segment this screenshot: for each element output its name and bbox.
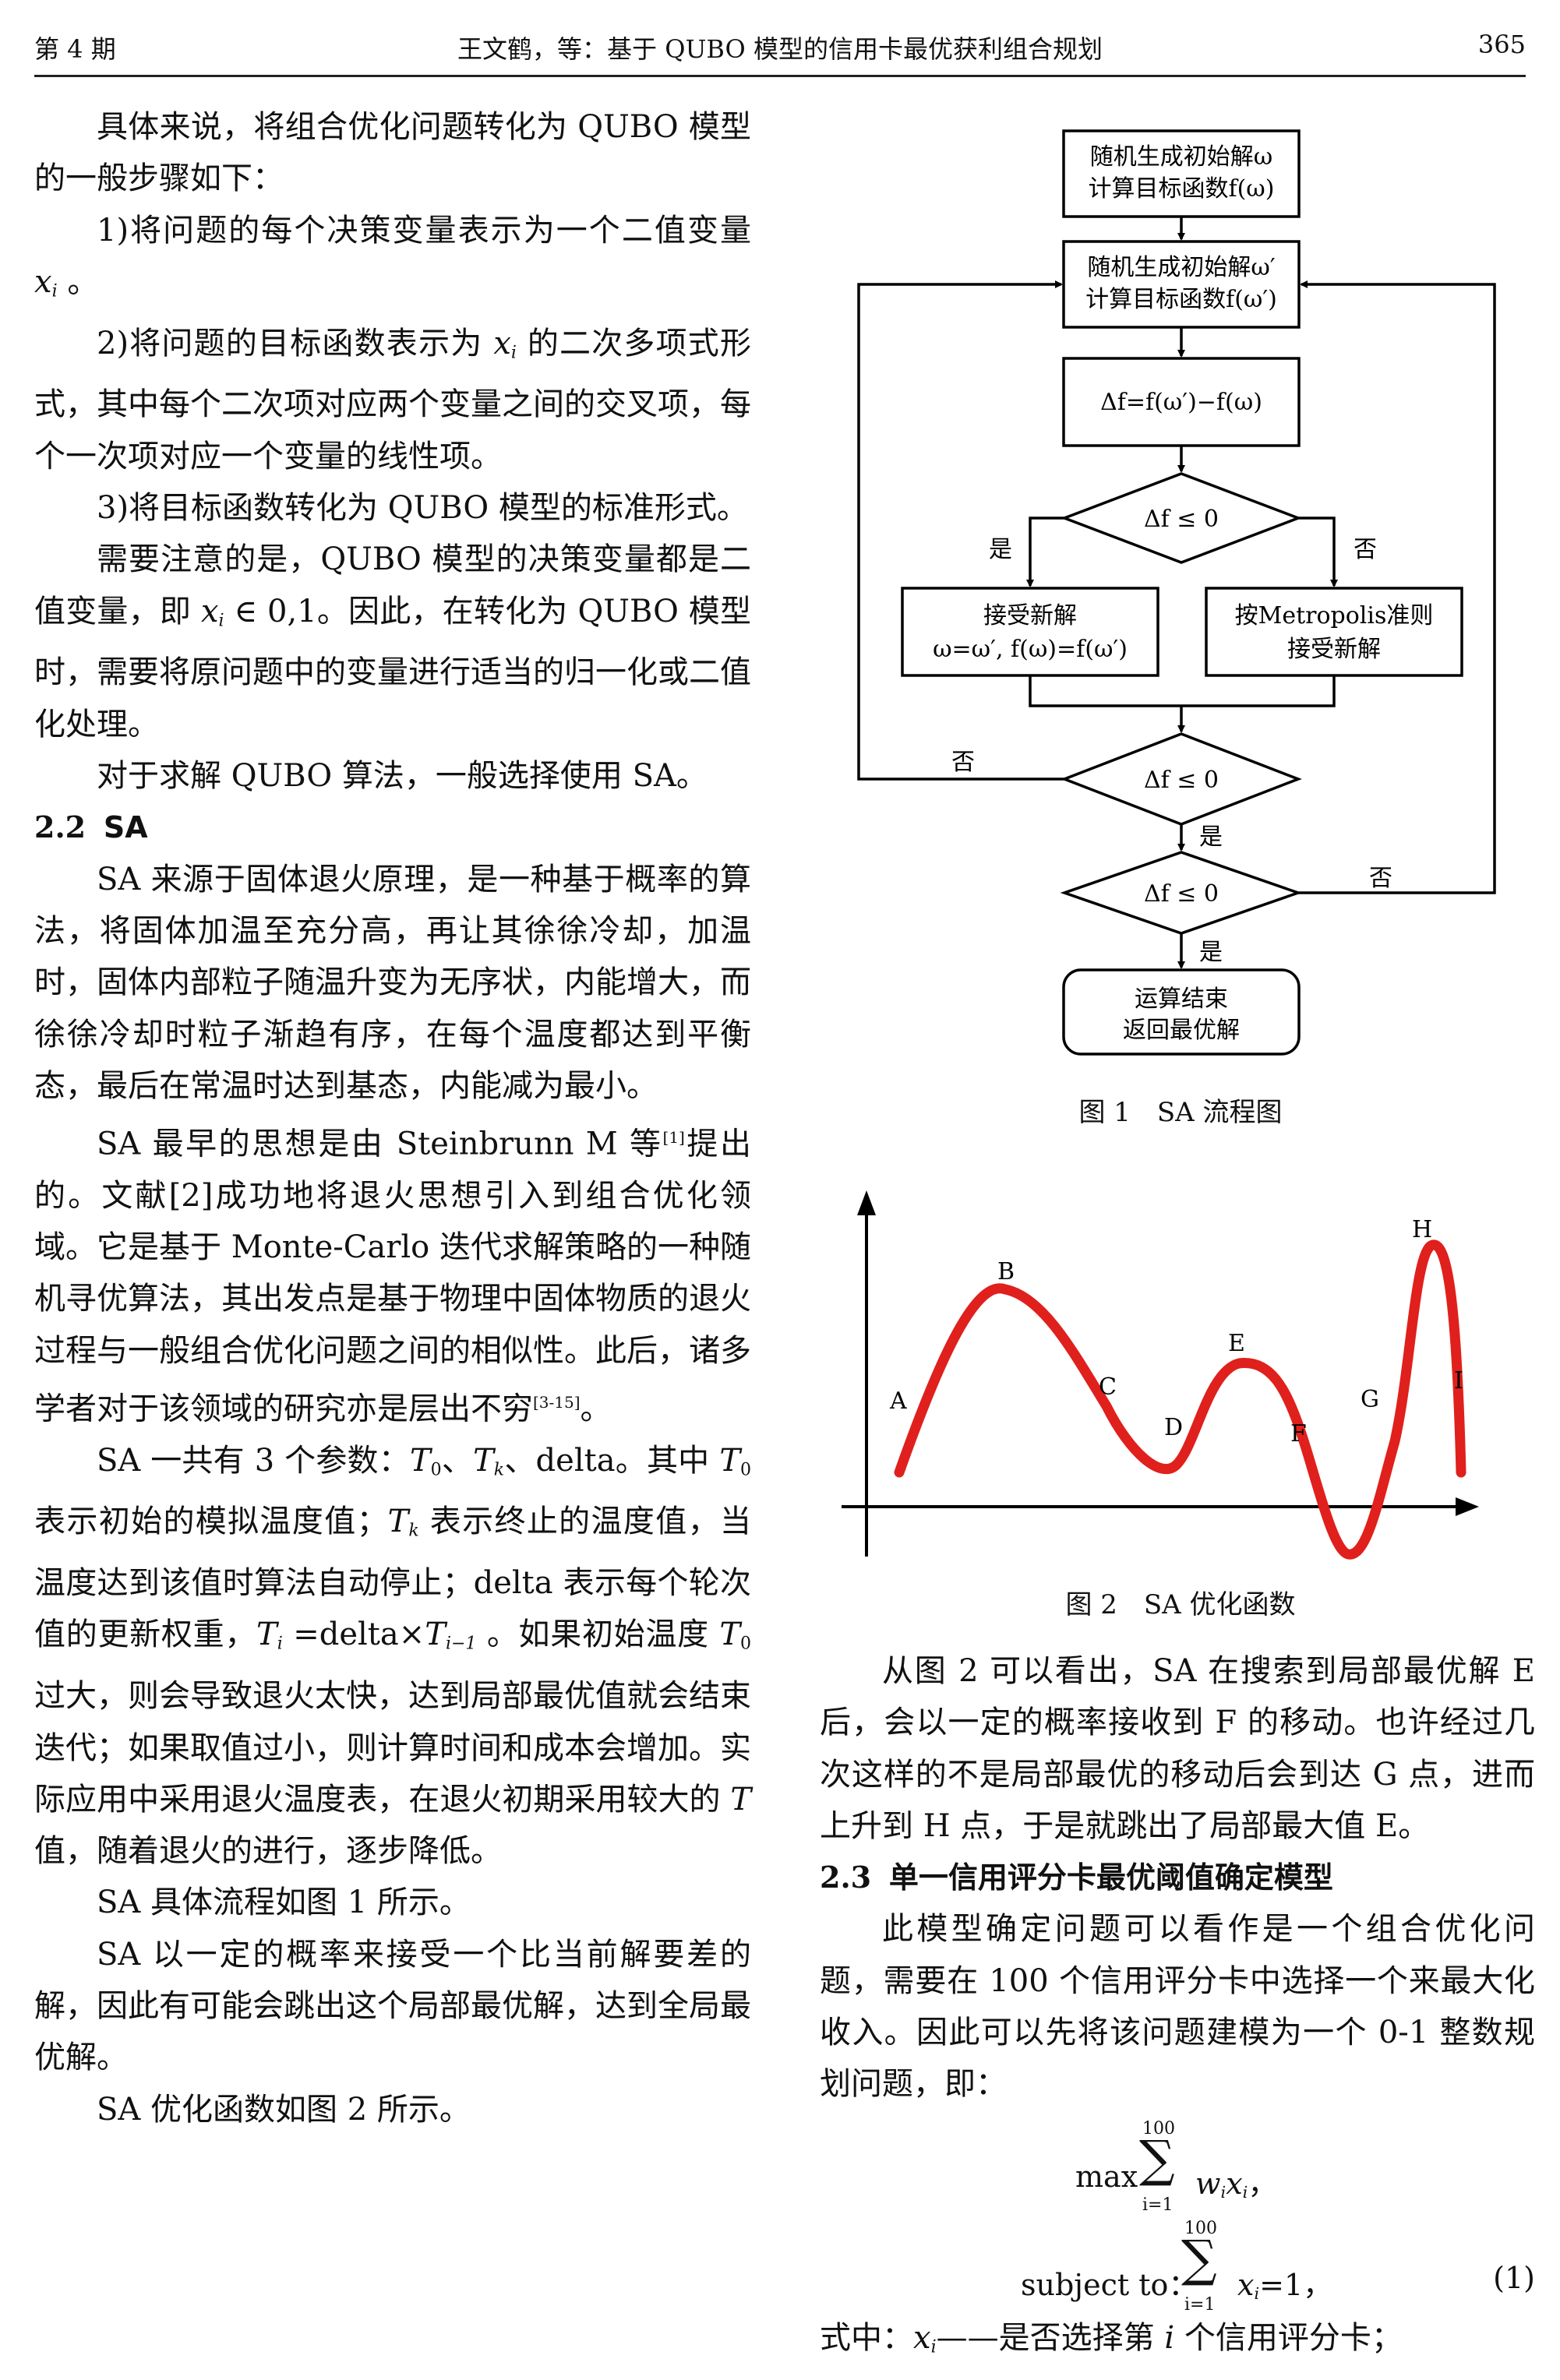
- curve-label: D: [1164, 1414, 1183, 1441]
- x-axis-arrow: [1456, 1497, 1479, 1516]
- paragraph: 1)将问题的每个决策变量表示为一个二值变量 xi 。: [34, 212, 751, 301]
- flow-text: 运算结束: [1135, 985, 1228, 1013]
- page-number: 365: [1477, 30, 1526, 59]
- curve-label: G: [1361, 1386, 1379, 1413]
- flow-box-end: [1062, 968, 1301, 1056]
- variable-definition: 式中：xi——是否选择第 i 个信用评分卡；: [820, 2320, 1403, 2357]
- citation: [3-15]: [533, 1392, 581, 1412]
- flow-text: 计算目标函数f(ω′): [1085, 286, 1277, 313]
- curve-label: I: [1454, 1367, 1463, 1395]
- curve-label: F: [1290, 1420, 1307, 1447]
- flow-text: Δf ≤ 0: [1144, 767, 1219, 794]
- flow-text: 是: [1199, 939, 1223, 966]
- paragraph: 从图 2 可以看出，SA 在搜索到局部最优解 E 后，会以一定的概率接收到 F …: [820, 1653, 1535, 1844]
- flow-text: 是: [989, 536, 1012, 563]
- issue-number: 第 4 期: [34, 34, 116, 64]
- running-header: 第 4 期 王文鹤，等：基于 QUBO 模型的信用卡最优获利组合规划 365: [34, 23, 1526, 77]
- paragraph: SA 最早的思想是由 Steinbrunn M 等[1]提出的。文献[2]成功地…: [34, 1126, 751, 1427]
- figure-2-caption: 图 2 SA 优化函数: [1065, 1589, 1296, 1620]
- flow-text: 按Metropolis准则: [1235, 602, 1434, 629]
- flow-text: 返回最优解: [1123, 1017, 1240, 1044]
- paragraph: 此模型确定问题可以看作是一个组合优化问题，需要在 100 个信用评分卡中选择一个…: [820, 1911, 1535, 2103]
- flow-text: 随机生成初始解ω: [1090, 143, 1272, 171]
- flow-text: 是: [1199, 823, 1223, 851]
- function-curve: [894, 1239, 1466, 1560]
- paragraph: 3)将目标函数转化为 QUBO 模型的标准形式。: [97, 490, 748, 527]
- curve-label: A: [889, 1387, 907, 1415]
- flow-text: 否: [1369, 865, 1392, 892]
- flow-text: Δf=f(ω′)−f(ω): [1100, 389, 1262, 416]
- right-column: 从图 2 可以看出，SA 在搜索到局部最优解 E 后，会以一定的概率接收到 F …: [820, 1645, 1535, 2110]
- flow-text: ω=ω′, f(ω)=f(ω′): [933, 636, 1128, 663]
- paragraph: 2)将问题的目标函数表示为 xi 的二次多项式形式，其中每个二次项对应两个变量之…: [34, 325, 751, 474]
- flow-text: 计算目标函数f(ω): [1089, 175, 1275, 203]
- flow-text: 否: [951, 749, 975, 776]
- flow-decision-1: [1061, 472, 1302, 564]
- flow-text: Δf ≤ 0: [1144, 880, 1219, 908]
- paragraph: SA 优化函数如图 2 所示。: [97, 2091, 471, 2128]
- flow-text: 随机生成初始解ω′: [1087, 254, 1275, 281]
- left-column: 具体来说，将组合优化问题转化为 QUBO 模型的一般步骤如下： 1)将问题的每个…: [34, 101, 751, 2135]
- citation: [1]: [662, 1128, 685, 1148]
- flow-text: 接受新解: [983, 602, 1077, 629]
- sa-flowchart: 随机生成初始解ω 计算目标函数f(ω) 随机生成初始解ω′ 计算目标函数f(ω′…: [857, 129, 1496, 1056]
- running-title: 王文鹤，等：基于 QUBO 模型的信用卡最优获利组合规划: [457, 34, 1103, 64]
- paragraph: SA 来源于固体退火原理，是一种基于概率的算法，将固体加温至充分高，再让其徐徐冷…: [34, 861, 751, 1104]
- curve-label: B: [997, 1258, 1015, 1285]
- paragraph: 需要注意的是，QUBO 模型的决策变量都是二值变量，即 xi ∈ 0,1。因此，…: [34, 541, 752, 742]
- curve-label: E: [1228, 1330, 1245, 1357]
- sa-function-plot: A B C D E F G H I: [842, 1190, 1479, 1560]
- y-axis-arrow: [857, 1190, 876, 1215]
- flow-text: Δf ≤ 0: [1144, 506, 1219, 533]
- paragraph: SA 一共有 3 个参数：T0、Tk、delta。其中 T0 表示初始的模拟温度…: [34, 1442, 752, 1870]
- paragraph: 具体来说，将组合优化问题转化为 QUBO 模型的一般步骤如下：: [34, 109, 751, 197]
- paragraph: SA 具体流程如图 1 所示。: [97, 1885, 471, 1921]
- flow-text: 接受新解: [1287, 636, 1381, 663]
- paragraph: 对于求解 QUBO 算法，一般选择使用 SA。: [97, 758, 708, 795]
- curve-label: H: [1412, 1216, 1432, 1243]
- equation-1: max 100 ∑ i=1 wixi， subject to： 100 ∑ i=…: [1021, 2119, 1535, 2315]
- flow-text: 否: [1354, 536, 1377, 563]
- curve-label: C: [1099, 1373, 1117, 1401]
- paragraph: SA 以一定的概率来接受一个比当前解要差的解，因此有可能会跳出这个局部最优解，达…: [34, 1936, 751, 2076]
- figure-1-caption: 图 1 SA 流程图: [1078, 1097, 1283, 1128]
